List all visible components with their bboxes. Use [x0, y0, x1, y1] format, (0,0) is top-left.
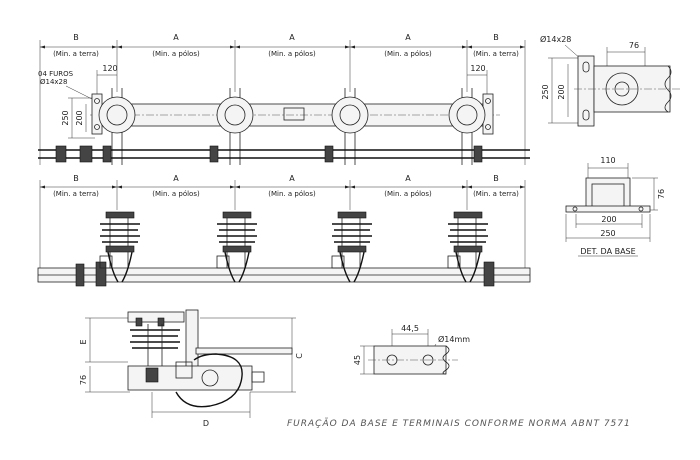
top-dimension-chain: B A A A B (Min. a terra) (Min. a pólos) … [39, 33, 526, 165]
svg-text:200: 200 [557, 84, 566, 99]
front-seg-note-4: (Min. a terra) [473, 190, 519, 198]
front-seg-note-0: (Min. a terra) [53, 190, 99, 198]
plan-hole-label: Ø14x28 [540, 34, 571, 44]
top-seg-note-2: (Min. a pólos) [268, 50, 316, 58]
detail-dim-200: 200 [575, 214, 643, 228]
side-dim-e: E [79, 317, 128, 362]
base-plan-detail: Ø14x28 76 250 200 [540, 34, 680, 127]
top-seg-note-0: (Min. a terra) [53, 50, 99, 58]
front-seg-label-3: A [405, 174, 411, 183]
front-seg-label-2: A [289, 174, 295, 183]
base-detail: 110 76 200 250 DET. DA BASE [565, 156, 666, 257]
detail-dim-110: 110 [587, 156, 629, 180]
top-seg-label-4: B [493, 33, 499, 42]
svg-text:76: 76 [657, 189, 666, 199]
svg-text:04 FUROS: 04 FUROS [38, 70, 74, 78]
top-seg-label-2: A [289, 33, 295, 42]
top-seg-label-3: A [405, 33, 411, 42]
top-pole-2 [216, 88, 254, 165]
top-seg-note-1: (Min. a pólos) [152, 50, 200, 58]
top-pole-3 [331, 88, 369, 165]
footer-note: FURAÇÃO DA BASE E TERMINAIS CONFORME NOR… [287, 418, 631, 429]
terminal-detail: 44,5 Ø14mm 45 [353, 324, 470, 375]
front-pole-4 [447, 211, 488, 283]
top-seg-label-0: B [73, 33, 79, 42]
top-view: B A A A B (Min. a terra) (Min. a pólos) … [38, 33, 530, 165]
front-dimension-chain: B A A A B (Min. a terra) (Min. a pólos) … [39, 174, 526, 270]
side-dim-d: D [151, 392, 251, 428]
top-seg-label-1: A [173, 33, 179, 42]
svg-text:Ø14x28: Ø14x28 [40, 78, 67, 86]
front-pole-1 [99, 211, 140, 283]
top-seg-note-4: (Min. a terra) [473, 50, 519, 58]
front-seg-note-2: (Min. a pólos) [268, 190, 316, 198]
top-seg-note-3: (Min. a pólos) [384, 50, 432, 58]
plan-dim-76: 76 [606, 41, 646, 68]
top-pole-1 [98, 88, 136, 165]
svg-text:200: 200 [75, 110, 84, 125]
dim-250-200-top: 250 200 [61, 97, 95, 139]
svg-text:250: 250 [61, 110, 70, 125]
svg-text:120: 120 [102, 64, 117, 73]
svg-text:C: C [295, 353, 304, 359]
side-dim-76: 76 [79, 361, 130, 393]
svg-text:76: 76 [79, 375, 88, 385]
front-seg-label-0: B [73, 174, 79, 183]
svg-text:D: D [203, 419, 209, 428]
svg-text:110: 110 [600, 156, 615, 165]
svg-text:250: 250 [600, 229, 615, 238]
svg-text:250: 250 [541, 84, 550, 99]
holes-callout: 04 FUROS Ø14x28 [38, 70, 95, 101]
detail-caption: DET. DA BASE [580, 247, 635, 256]
top-pole-discs [98, 88, 486, 165]
front-insulators [99, 211, 488, 283]
terminal-hole-label: Ø14mm [438, 334, 470, 344]
front-seg-label-1: A [173, 174, 179, 183]
svg-text:200: 200 [601, 215, 616, 224]
terminal-dim-45: 45 [353, 345, 374, 375]
front-pole-2 [216, 211, 257, 283]
detail-dim-250: 250 [565, 214, 651, 242]
front-seg-note-3: (Min. a pólos) [384, 190, 432, 198]
side-view: E 76 C D [79, 309, 304, 428]
svg-text:120: 120 [470, 64, 485, 73]
front-seg-note-1: (Min. a pólos) [152, 190, 200, 198]
svg-text:E: E [79, 339, 88, 344]
svg-text:45: 45 [353, 355, 362, 365]
detail-dim-76: 76 [632, 177, 666, 211]
front-view: B A A A B (Min. a terra) (Min. a pólos) … [37, 174, 531, 287]
svg-text:76: 76 [629, 41, 639, 50]
front-pole-3 [331, 211, 372, 283]
svg-text:44,5: 44,5 [401, 324, 419, 333]
front-base-channel [37, 261, 531, 287]
top-frame [90, 103, 500, 127]
top-pole-4 [448, 88, 486, 165]
top-drive-shaft [38, 145, 530, 163]
side-dim-c: C [200, 317, 304, 393]
front-seg-label-4: B [493, 174, 499, 183]
